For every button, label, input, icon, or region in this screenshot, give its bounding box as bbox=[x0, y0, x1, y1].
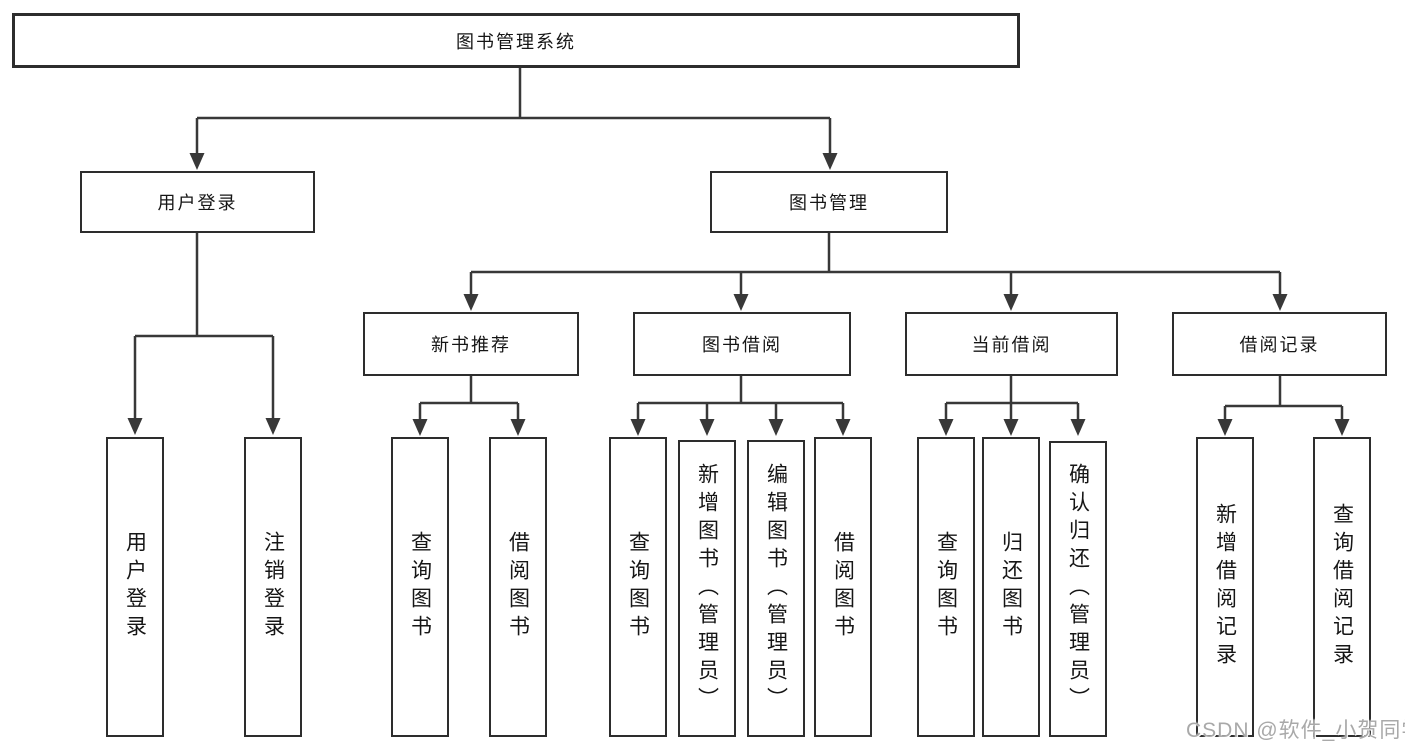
watermark: CSDN @软件_小贺同学 bbox=[1186, 719, 1405, 742]
arrowhead-icon bbox=[733, 294, 749, 311]
node-new-book-recommend: 新书推荐 bbox=[363, 312, 579, 376]
arrowhead-icon bbox=[127, 418, 143, 435]
leaf-add-book-admin: 新增图书（管理员） bbox=[678, 440, 736, 737]
connector-currentborrow-to-leaves bbox=[944, 376, 1080, 420]
connector-newbook-to-leaves bbox=[418, 376, 520, 420]
arrowhead-icon bbox=[630, 419, 646, 436]
arrowhead-icon bbox=[1272, 294, 1288, 311]
leaf-user-login: 用户登录 bbox=[106, 437, 164, 737]
leaf-logout: 注销登录 bbox=[244, 437, 302, 737]
arrowhead-icon bbox=[1003, 294, 1019, 311]
node-borrow-records: 借阅记录 bbox=[1172, 312, 1387, 376]
leaf-edit-book-admin: 编辑图书（管理员） bbox=[747, 440, 805, 737]
arrowhead-icon bbox=[1070, 419, 1086, 436]
arrowhead-icon bbox=[1217, 419, 1233, 436]
leaf-add-borrow-record: 新增借阅记录 bbox=[1196, 437, 1254, 737]
arrowheads bbox=[127, 153, 1350, 436]
arrowhead-icon bbox=[189, 153, 205, 170]
node-current-borrow: 当前借阅 bbox=[905, 312, 1118, 376]
leaf-recommend-borrow-book: 借阅图书 bbox=[489, 437, 547, 737]
connector-bookborrow-to-leaves bbox=[636, 376, 845, 420]
leaf-borrow-book: 借阅图书 bbox=[814, 437, 872, 737]
leaf-confirm-return-admin: 确认归还（管理员） bbox=[1049, 441, 1107, 737]
node-user-login: 用户登录 bbox=[80, 171, 315, 233]
arrowhead-icon bbox=[265, 418, 281, 435]
arrowhead-icon bbox=[699, 419, 715, 436]
arrowhead-icon bbox=[822, 153, 838, 170]
node-book-borrow: 图书借阅 bbox=[633, 312, 851, 376]
connector-root-to-level2 bbox=[195, 68, 832, 155]
leaf-recommend-query-book: 查询图书 bbox=[391, 437, 449, 737]
arrowhead-icon bbox=[938, 419, 954, 436]
node-book-management: 图书管理 bbox=[710, 171, 948, 233]
connector-userlogin-to-leaves bbox=[133, 233, 275, 420]
arrowhead-icon bbox=[463, 294, 479, 311]
arrowhead-icon bbox=[1334, 419, 1350, 436]
arrowhead-icon bbox=[768, 419, 784, 436]
arrowhead-icon bbox=[412, 419, 428, 436]
arrowhead-icon bbox=[835, 419, 851, 436]
arrowhead-icon bbox=[510, 419, 526, 436]
connector-records-to-leaves bbox=[1223, 376, 1344, 420]
leaf-current-query-book: 查询图书 bbox=[917, 437, 975, 737]
leaf-query-borrow-record: 查询借阅记录 bbox=[1313, 437, 1371, 737]
connector-bookmgmt-to-level3 bbox=[469, 233, 1282, 296]
leaf-return-book: 归还图书 bbox=[982, 437, 1040, 737]
leaf-borrow-query-book: 查询图书 bbox=[609, 437, 667, 737]
node-library-management-system: 图书管理系统 bbox=[12, 13, 1020, 68]
arrowhead-icon bbox=[1003, 419, 1019, 436]
